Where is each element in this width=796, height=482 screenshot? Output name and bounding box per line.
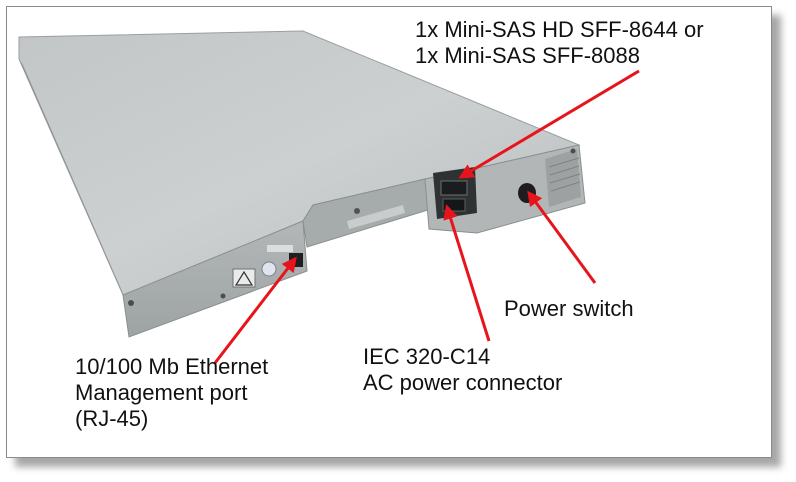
- callout-line: 1x Mini-SAS HD SFF-8644 or: [415, 17, 704, 42]
- port-label: [267, 245, 293, 252]
- callout-line: 10/100 Mb Ethernet: [75, 354, 269, 379]
- warning-label: [232, 268, 256, 288]
- figure-frame: 1x Mini-SAS HD SFF-8644 or 1x Mini-SAS S…: [6, 6, 772, 458]
- chassis-left-edge: [19, 59, 129, 307]
- screw: [354, 208, 360, 214]
- callout-line: 1x Mini-SAS SFF-8088: [415, 43, 640, 68]
- callout-power-switch: Power switch: [504, 296, 634, 322]
- callout-line: (RJ-45): [75, 406, 149, 431]
- arrow-sas: [458, 69, 640, 179]
- arrow-iec: [443, 204, 491, 342]
- arrow-ethernet: [213, 256, 297, 364]
- label-strip: [347, 205, 405, 229]
- round-button: [261, 261, 277, 277]
- vent-grille: [545, 149, 581, 207]
- callout-iec-connector: IEC 320-C14 AC power connector: [363, 344, 562, 396]
- arrow-power-switch: [527, 190, 597, 284]
- callout-line: Power switch: [504, 296, 634, 321]
- callout-line: AC power connector: [363, 370, 563, 395]
- callout-mini-sas: 1x Mini-SAS HD SFF-8644 or 1x Mini-SAS S…: [415, 17, 704, 69]
- front-left-panel: [122, 220, 308, 338]
- callout-line: Management port: [75, 380, 248, 405]
- sas-port: [440, 180, 468, 196]
- callout-ethernet-port: 10/100 Mb Ethernet Management port (RJ-4…: [75, 354, 268, 432]
- server-photo: [18, 30, 640, 364]
- callout-line: IEC 320-C14: [363, 344, 491, 369]
